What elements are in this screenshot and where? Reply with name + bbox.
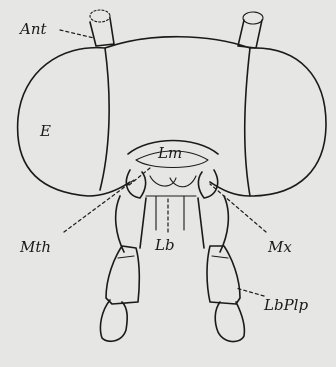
maxilla-right bbox=[198, 196, 228, 252]
label-ant: Ant bbox=[18, 20, 47, 38]
compound-eye-left bbox=[18, 48, 130, 196]
maxilla-left bbox=[116, 196, 146, 252]
head-capsule bbox=[100, 37, 250, 196]
compound-eye-right bbox=[210, 48, 326, 196]
labial-palp-left bbox=[100, 246, 139, 341]
labium bbox=[156, 196, 184, 230]
label-lbplp: LbPlp bbox=[263, 296, 308, 314]
leader-ant bbox=[60, 30, 94, 38]
labial-palp-right bbox=[207, 246, 244, 342]
label-mx: Mx bbox=[267, 238, 292, 256]
leader-mx bbox=[210, 184, 266, 232]
label-lb: Lb bbox=[154, 236, 175, 254]
label-mth: Mth bbox=[19, 238, 51, 256]
antenna-right bbox=[238, 12, 263, 48]
mandibles bbox=[126, 170, 217, 198]
antenna-left bbox=[90, 10, 114, 46]
leader-lm bbox=[128, 168, 150, 186]
leader-mth bbox=[64, 180, 134, 232]
label-e: E bbox=[39, 122, 51, 140]
label-lm: Lm bbox=[157, 144, 182, 162]
